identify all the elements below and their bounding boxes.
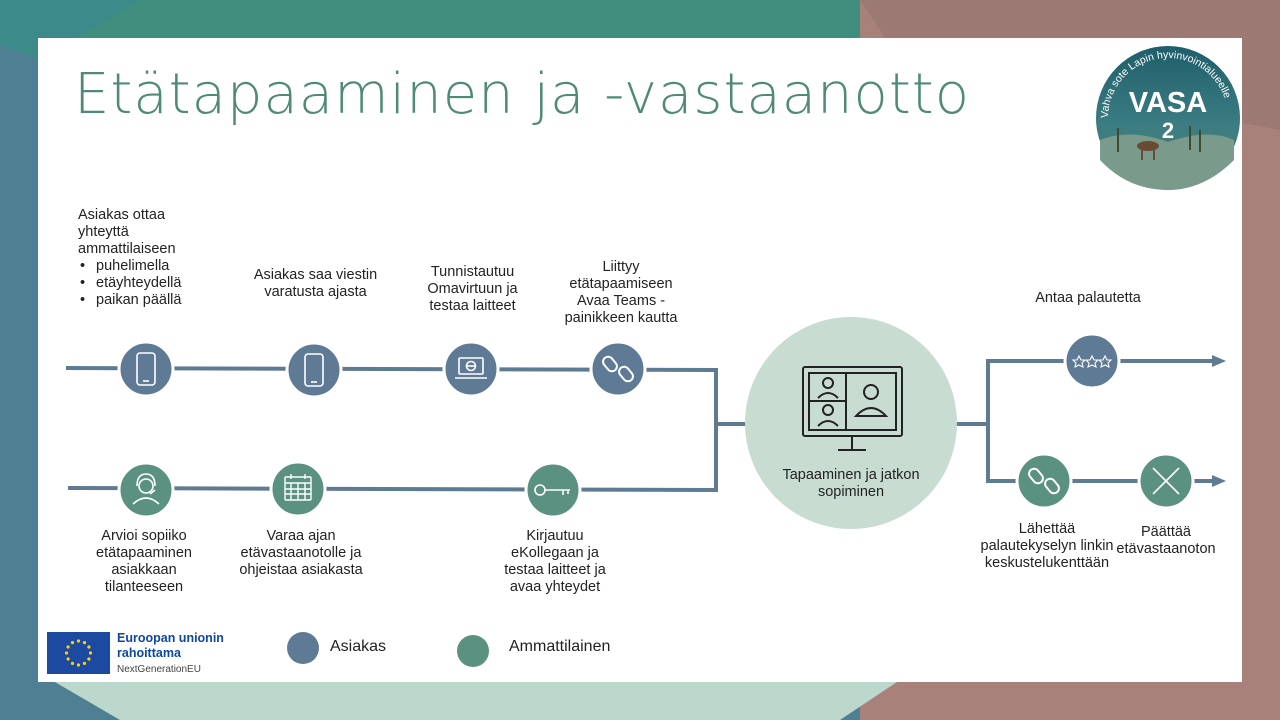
center-node [745, 317, 957, 529]
calendar-icon [284, 474, 312, 501]
link-icon [602, 355, 634, 383]
client-step-1-intro: Asiakas ottaa yhteyttä ammattilaiseen [78, 207, 176, 257]
client-step-2 [285, 341, 343, 399]
professional-step-2 [269, 460, 327, 518]
after-step-2 [1015, 452, 1073, 510]
stars-icon [1071, 354, 1113, 369]
legend-label-professional: Ammattilainen [509, 638, 611, 655]
professional-step-3 [524, 461, 582, 519]
close-icon [1152, 467, 1180, 495]
client-step-4-label: Liittyy etätapaamiseen Avaa Teams -paini… [564, 259, 678, 326]
after-step-3-label: Päättää etävastaanoton [1116, 524, 1216, 557]
vasa-logo-main: VASA [1129, 87, 1207, 119]
link-icon [1028, 467, 1060, 495]
client-step-3-label: Tunnistautuu Omavirtuun ja testaa laitte… [427, 264, 518, 314]
key-icon [534, 484, 570, 496]
eu-line2: rahoittama [117, 646, 181, 660]
list-item: etäyhteydellä [80, 275, 208, 292]
client-step-2-label: Asiakas saa viestin varatusta ajasta [253, 267, 378, 300]
legend-dot-client [287, 632, 319, 664]
after-step-2-label: Lähettää palautekyselyn linkin keskustel… [980, 521, 1114, 571]
arrowhead-top [1212, 355, 1226, 367]
after-step-1-label: Antaa palautetta [1035, 290, 1141, 306]
after-step-1 [1063, 332, 1121, 390]
legend-label-client: Asiakas [330, 638, 387, 655]
professional-step-1 [117, 461, 175, 519]
client-step-1 [117, 340, 175, 398]
professional-step-2-label: Varaa ajan etävastaanotolle ja ohjeistaa… [239, 528, 363, 578]
video-meeting-icon [802, 366, 903, 451]
smartphone-icon [136, 352, 156, 386]
vasa-logo-number: 2 [1162, 118, 1174, 143]
eu-line3: NextGenerationEU [117, 664, 201, 675]
professional-step-3-label: Kirjautuu eKollegaan ja testaa laitteet … [504, 528, 606, 595]
list-item: paikan päällä [80, 292, 208, 309]
center-label: Tapaaminen ja jatkon sopiminen [782, 467, 920, 500]
after-step-3 [1137, 452, 1195, 510]
laptop-icon [455, 357, 487, 379]
vasa-logo: Vahva sote Lapin hyvinvointialueelle VAS… [1096, 46, 1240, 190]
page-title: Etätapaaminen ja -vastaanotto [74, 62, 970, 127]
list-item: puhelimella [80, 258, 208, 275]
smartphone-icon [304, 353, 324, 387]
client-step-4 [589, 340, 647, 398]
client-step-1-label: Asiakas ottaa yhteyttä ammattilaiseen pu… [78, 207, 208, 309]
contact-methods-list: puhelimella etäyhteydellä paikan päällä [78, 258, 208, 309]
eu-line1: Euroopan unionin [117, 631, 224, 645]
eu-flag-logo [47, 632, 110, 674]
headset-icon [132, 473, 160, 505]
professional-step-1-label: Arvioi sopiiko etätapaaminen asiakkaan t… [96, 528, 192, 595]
arrowhead-bottom [1212, 475, 1226, 487]
eu-funding-text: Euroopan unionin rahoittama NextGenerati… [117, 631, 224, 675]
legend-dot-professional [457, 635, 489, 667]
client-step-3 [442, 340, 500, 398]
